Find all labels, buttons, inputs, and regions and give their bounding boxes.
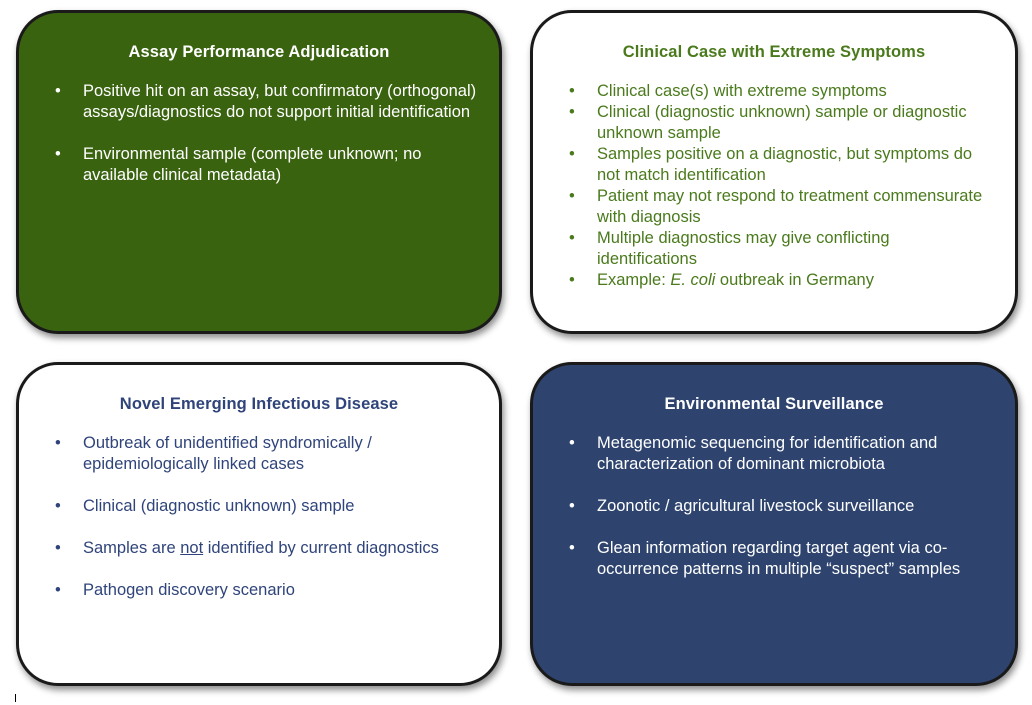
bullet-icon: • (569, 229, 575, 247)
environmental-surveillance-panel: Environmental Surveillance •Metagenomic … (530, 362, 1018, 686)
bullet-icon: • (55, 539, 61, 557)
panel-title: Environmental Surveillance (664, 395, 884, 413)
bullet-icon: • (569, 539, 575, 557)
text-cursor-mark (15, 694, 16, 702)
bullet-icon: • (569, 145, 575, 163)
list-item: •Metagenomic sequencing for identificati… (569, 434, 938, 473)
list-item: •Patient may not respond to treatment co… (569, 187, 983, 226)
panel-title: Assay Performance Adjudication (128, 43, 390, 61)
bullet-icon: • (569, 497, 575, 515)
bullet-icon: • (55, 82, 61, 100)
bullet-icon: • (569, 271, 575, 289)
list-item: •Clinical (diagnostic unknown) sample or… (569, 103, 967, 142)
bullet-icon: • (569, 103, 575, 121)
bullet-icon: • (569, 434, 575, 452)
list-item: •Clinical case(s) with extreme symptoms (569, 82, 887, 100)
bullet-icon: • (569, 82, 575, 100)
list-item: •Multiple diagnostics may give conflicti… (569, 229, 890, 268)
bullet-icon: • (55, 497, 61, 515)
list-item: •Pathogen discovery scenario (55, 581, 295, 599)
panel-title: Novel Emerging Infectious Disease (119, 395, 399, 413)
list-item: •Environmental sample (complete unknown;… (55, 145, 422, 184)
list-item: •Glean information regarding target agen… (569, 539, 961, 578)
panel-title: Clinical Case with Extreme Symptoms (622, 43, 926, 61)
list-item: •Clinical (diagnostic unknown) sample (55, 497, 355, 515)
list-item: •Zoonotic / agricultural livestock surve… (569, 497, 915, 515)
clinical-case-panel: Clinical Case with Extreme Symptoms •Cli… (530, 10, 1018, 334)
bullet-icon: • (55, 581, 61, 599)
list-item: •Example: E. coli outbreak in Germany (569, 271, 874, 289)
list-item: •Positive hit on an assay, but confirmat… (55, 82, 477, 121)
novel-emerging-disease-panel: Novel Emerging Infectious Disease •Outbr… (16, 362, 502, 686)
bullet-list: •Positive hit on an assay, but confirmat… (55, 81, 477, 207)
list-item: •Samples are not identified by current d… (55, 539, 439, 557)
list-item: •Samples positive on a diagnostic, but s… (569, 145, 973, 184)
list-item: •Outbreak of unidentified syndromically … (55, 434, 372, 473)
bullet-list: •Clinical case(s) with extreme symptoms … (569, 81, 993, 291)
bullet-icon: • (569, 187, 575, 205)
bullet-list: •Metagenomic sequencing for identificati… (569, 433, 993, 601)
bullet-list: •Outbreak of unidentified syndromically … (55, 433, 477, 622)
bullet-icon: • (55, 145, 61, 163)
bullet-icon: • (55, 434, 61, 452)
assay-performance-panel: Assay Performance Adjudication •Positive… (16, 10, 502, 334)
